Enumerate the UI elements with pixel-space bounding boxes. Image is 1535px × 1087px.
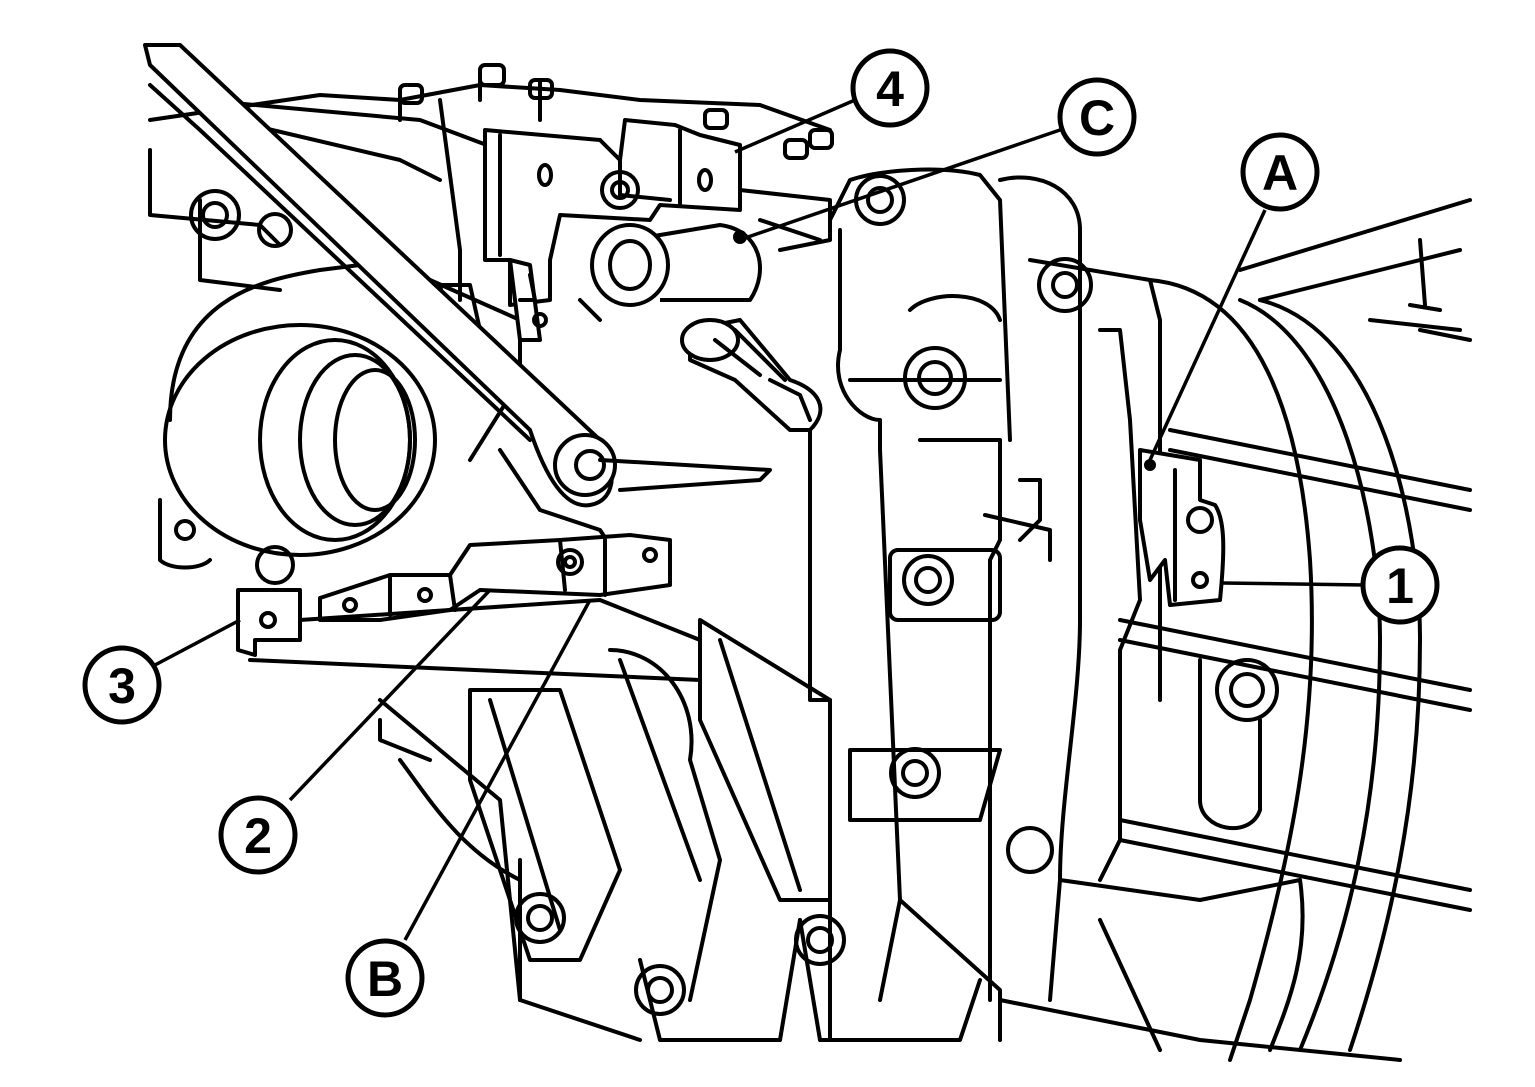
shift-shaft xyxy=(680,318,823,432)
callout-a: A xyxy=(1240,132,1320,212)
bracket-4 xyxy=(483,118,742,342)
leader-3 xyxy=(154,618,241,667)
bracket-2 xyxy=(318,533,672,622)
callout-4-label: 4 xyxy=(876,61,904,117)
bracket-1 xyxy=(1138,448,1226,607)
callout-a-label: A xyxy=(1262,145,1298,201)
callout-b-label: B xyxy=(367,951,403,1007)
bell-housing xyxy=(1118,198,1472,1062)
callout-4: 4 xyxy=(850,48,930,128)
leader-a xyxy=(1148,209,1267,461)
fitting-c xyxy=(590,223,762,307)
callout-1: 1 xyxy=(1360,545,1440,625)
leader-c xyxy=(744,128,1061,240)
assembly-drawing xyxy=(143,43,1472,1062)
shift-rod xyxy=(143,43,772,562)
callout-2: 2 xyxy=(218,795,298,875)
lower-case-ribs xyxy=(378,618,1402,1062)
callout-c-label: C xyxy=(1079,90,1115,146)
flywheel-housing xyxy=(148,148,522,585)
bracket-3 xyxy=(236,588,702,682)
callout-3: 3 xyxy=(82,645,162,725)
callout-c: C xyxy=(1057,77,1137,157)
callout-2-label: 2 xyxy=(244,808,272,864)
leader-lines xyxy=(154,98,1366,941)
leader-4 xyxy=(734,98,856,154)
leader-b xyxy=(403,599,592,941)
leader-1 xyxy=(1221,581,1366,587)
callout-3-label: 3 xyxy=(108,658,136,714)
callout-b: B xyxy=(345,938,425,1018)
leader-2 xyxy=(288,588,492,802)
callout-1-label: 1 xyxy=(1386,558,1414,614)
transmission-case xyxy=(808,167,1162,1042)
